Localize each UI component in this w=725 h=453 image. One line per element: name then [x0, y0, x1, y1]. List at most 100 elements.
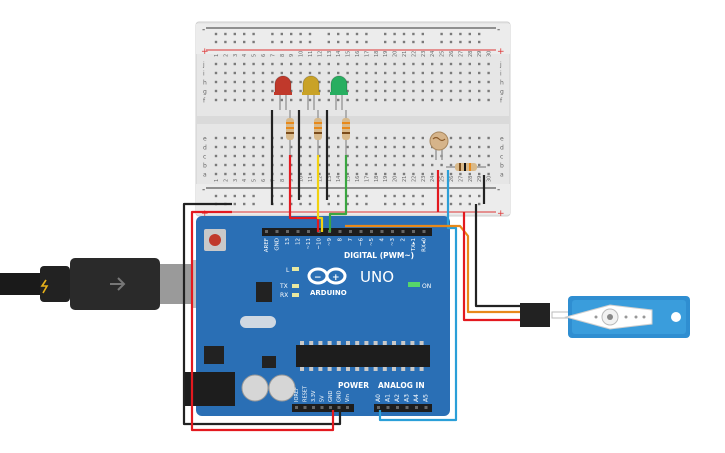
digital-header	[262, 228, 432, 236]
digital-pin-label: ~3	[390, 238, 396, 247]
power-led	[408, 282, 420, 287]
digital-pin-label: ~9	[327, 238, 333, 247]
column-number: 29	[477, 51, 483, 57]
column-number: 30	[487, 51, 493, 57]
row-letter: g	[203, 89, 207, 96]
column-number: 26	[449, 51, 455, 57]
resistor-2	[314, 110, 322, 155]
resistor-3	[342, 110, 350, 155]
column-number: 5	[252, 179, 258, 182]
row-letter: j	[499, 62, 502, 69]
servo-connector	[520, 303, 550, 327]
column-number: 8	[280, 54, 286, 57]
row-letter: f	[203, 98, 206, 105]
wire-servo-signal	[345, 224, 520, 314]
photoresistor	[429, 131, 449, 160]
capacitor-2	[268, 374, 296, 402]
svg-text:+: +	[332, 273, 340, 283]
column-number: 22	[411, 176, 417, 182]
column-number: 26	[449, 176, 455, 182]
row-letter: c	[203, 154, 206, 161]
power-pin-label: GND	[328, 390, 334, 402]
microcontroller-pins	[300, 341, 424, 371]
small-component	[262, 356, 276, 368]
digital-pin-label: 2	[401, 238, 407, 242]
digital-pin-label: AREF	[264, 238, 270, 252]
wire-servo-power	[462, 212, 520, 322]
leds	[274, 75, 348, 110]
column-number: 16	[355, 51, 361, 57]
analog-pin-label: A1	[385, 394, 392, 402]
wire-5v-loop	[190, 210, 335, 432]
row-letter: a	[500, 172, 504, 179]
column-number: 27	[458, 51, 464, 57]
digital-pin-label: RX◂0	[422, 238, 428, 252]
power-pin-label: IOREF	[294, 387, 300, 402]
column-number: 13	[327, 176, 333, 182]
usb-icon	[110, 277, 126, 291]
bolt-icon	[40, 279, 49, 294]
column-number: 17	[364, 51, 370, 57]
column-number: 14	[336, 51, 342, 57]
row-letter: e	[203, 136, 207, 143]
reset-button-cap[interactable]	[209, 234, 221, 246]
wire-gnd-loop	[182, 202, 342, 426]
column-number: 24	[430, 51, 436, 57]
led-3	[330, 75, 348, 110]
digital-pin-label: ~5	[369, 238, 375, 247]
voltage-regulator	[204, 346, 224, 364]
column-number: 29	[477, 176, 483, 182]
column-number: 25	[440, 176, 446, 182]
led-rx	[292, 293, 299, 297]
column-number: 4	[242, 179, 248, 182]
column-number: 7	[270, 179, 276, 182]
column-number: 1	[214, 54, 220, 57]
column-number: 16	[355, 176, 361, 182]
column-number: 20	[393, 51, 399, 57]
servo-motor	[520, 296, 690, 338]
wire-servo-gnd	[474, 204, 520, 308]
power-pin-label: 3.3V	[311, 390, 317, 402]
digital-pin-label: GND	[275, 238, 281, 251]
column-number: 2	[223, 54, 229, 57]
column-number: 12	[317, 176, 323, 182]
capacitor-1	[241, 374, 269, 402]
column-number: 18	[374, 176, 380, 182]
breadboard-holes	[214, 32, 490, 206]
column-number: 18	[374, 51, 380, 57]
column-number: 9	[289, 179, 295, 182]
digital-pin-label: 8	[338, 238, 344, 242]
wires	[182, 110, 520, 432]
column-number: 8	[280, 179, 286, 182]
board-brand: ARDUINO	[310, 289, 347, 297]
column-number: 21	[402, 176, 408, 182]
column-number: 20	[393, 176, 399, 182]
digital-header-label: DIGITAL (PWM~)	[344, 251, 414, 260]
analog-header-label: ANALOG IN	[378, 381, 425, 390]
digital-pin-label: 4	[380, 238, 386, 242]
power-jack	[185, 372, 235, 406]
digital-pin-label: 7	[348, 238, 354, 242]
column-number: 15	[346, 51, 352, 57]
row-letter: b	[500, 163, 504, 170]
column-number: 7	[270, 54, 276, 57]
usb-cable	[0, 258, 212, 310]
led-rx-label: RX	[280, 292, 288, 299]
arduino-logo: − +	[307, 267, 347, 285]
analog-pin-label: A5	[423, 394, 430, 402]
digital-pin-label: ~6	[359, 238, 365, 247]
column-number: 19	[383, 176, 389, 182]
led-l	[292, 267, 299, 271]
column-number: 21	[402, 51, 408, 57]
column-number: 14	[336, 176, 342, 182]
servo-mount-hole	[671, 312, 681, 322]
power-pin-label: 5V	[320, 395, 326, 402]
column-number: 23	[421, 51, 427, 57]
column-number: 11	[308, 176, 314, 182]
power-led-label: ON	[422, 283, 431, 290]
power-header-label: POWER	[338, 381, 369, 390]
column-number: 30	[487, 176, 493, 182]
